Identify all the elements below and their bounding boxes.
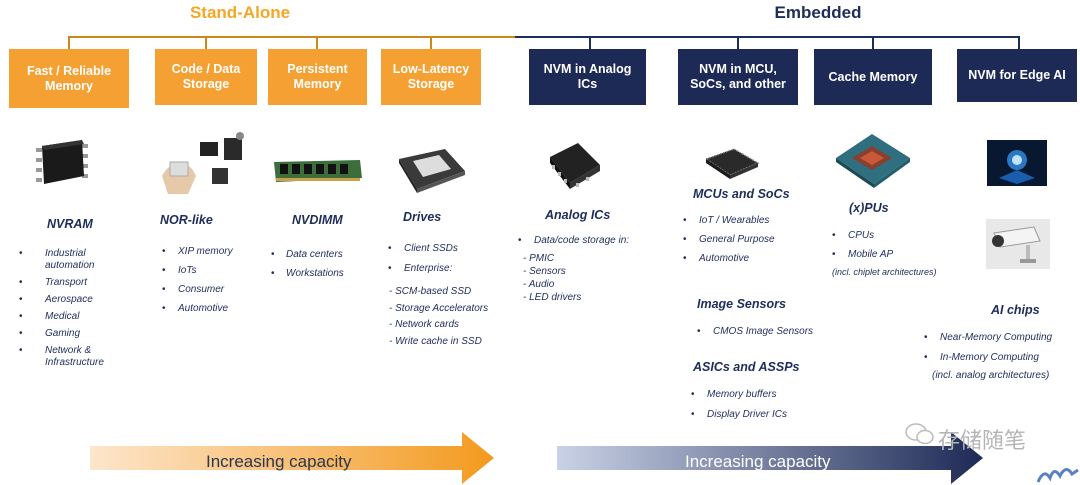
embedded-bracket-line — [515, 36, 1020, 38]
list-item: •Transport — [19, 277, 88, 288]
standalone-title: Stand-Alone — [189, 3, 291, 22]
bracket-tick — [68, 36, 70, 50]
list-item: •IoT / Wearables — [683, 215, 770, 226]
standalone-capacity-arrow — [90, 432, 494, 484]
standalone-bracket-line — [68, 36, 515, 38]
list-item: •XIP memory — [162, 246, 233, 257]
bracket-tick — [589, 36, 591, 50]
nvram-title: NVRAM — [47, 217, 93, 231]
nvdimm-list: •Data centers •Workstations — [271, 249, 376, 280]
box-nvm-analog-ics: NVM in Analog ICs — [529, 49, 646, 105]
nvram-list: •Industrial automation •Transport •Aeros… — [19, 248, 125, 369]
list-item: •Automotive — [683, 253, 750, 264]
list-item: •In-Memory Computing — [924, 352, 1039, 363]
drives-title: Drives — [403, 210, 442, 224]
bracket-tick — [205, 36, 207, 50]
xpus-list: •CPUs •Mobile AP — [832, 230, 958, 261]
list-item: •Data centers — [271, 249, 343, 260]
list-item: - Storage Accelerators — [389, 302, 489, 314]
xpus-note: (incl. chiplet architectures) — [832, 267, 937, 277]
analog-list: •Data/code storage in: — [518, 235, 644, 247]
box-fast-reliable-memory: Fast / Reliable Memory — [9, 49, 129, 108]
box-cache-memory: Cache Memory — [814, 49, 932, 105]
mcu-chip-image — [704, 148, 760, 179]
list-item: •Consumer — [162, 284, 225, 295]
bracket-tick — [316, 36, 318, 50]
box-nvm-edge-ai: NVM for Edge AI — [957, 49, 1077, 102]
norlike-list: •XIP memory •IoTs •Consumer •Automotive — [162, 246, 268, 315]
list-item: •Aerospace — [19, 294, 93, 305]
box-nvm-mcu-socs: NVM in MCU, SoCs, and other — [678, 49, 798, 105]
cpu-chip-image — [836, 134, 910, 188]
list-item: - SCM-based SSD — [389, 286, 472, 297]
aichips-note: (incl. analog architectures) — [932, 370, 1050, 381]
list-item: - Network cards — [389, 319, 460, 330]
box-persistent-memory: Persistent Memory — [268, 49, 367, 105]
list-item: •CPUs — [832, 230, 875, 241]
list-item: •Memory buffers — [691, 389, 777, 400]
list-item: •Gaming — [19, 328, 81, 339]
xpus-title: (x)PUs — [849, 201, 889, 215]
asics-title: ASICs and ASSPs — [693, 360, 800, 374]
embedded-title: Embedded — [774, 3, 862, 22]
list-item: •CMOS Image Sensors — [697, 326, 814, 337]
nor-chips-image — [162, 132, 244, 194]
list-item: - Sensors — [523, 266, 566, 277]
corner-logo — [1036, 468, 1079, 483]
security-camera-image — [986, 219, 1050, 269]
watermark-text: 存储随笔 — [938, 429, 1027, 454]
list-item: •Enterprise: — [388, 263, 453, 274]
list-item: •Client SSDs — [388, 243, 458, 254]
bracket-tick — [872, 36, 874, 50]
drives-list: •Client SSDs •Enterprise: — [388, 243, 504, 275]
mcus-title: MCUs and SoCs — [693, 187, 790, 201]
bracket-tick — [737, 36, 739, 50]
list-item: •Near-Memory Computing — [924, 332, 1053, 343]
list-item: •Automotive — [162, 303, 229, 314]
box-low-latency-storage: Low-Latency Storage — [381, 49, 481, 105]
list-item: - Write cache in SSD — [389, 335, 482, 347]
asics-list: •Memory buffers •Display Driver ICs — [691, 389, 817, 421]
list-item: - PMIC — [523, 253, 555, 264]
list-item: •Industrial automation — [19, 248, 95, 271]
embedded-arrow-label: Increasing capacity — [685, 452, 831, 471]
list-item: - LED drivers — [523, 292, 582, 303]
ai-brain-image — [987, 140, 1047, 186]
list-item: •Display Driver ICs — [691, 409, 788, 420]
list-item: - Audio — [523, 279, 555, 290]
list-item: •IoTs — [162, 265, 197, 276]
drives-sublist: - SCM-based SSD - Storage Accelerators -… — [389, 284, 488, 350]
list-item: •Data/code storage in: — [518, 235, 630, 246]
image-sensors-list: •CMOS Image Sensors — [697, 326, 833, 338]
analog-title: Analog ICs — [545, 208, 611, 222]
box-code-data-storage: Code / Data Storage — [155, 49, 257, 105]
image-sensors-title: Image Sensors — [697, 297, 786, 311]
list-item: •Workstations — [271, 268, 344, 279]
embedded-capacity-arrow — [557, 432, 983, 484]
ssd-drive-image — [399, 149, 465, 193]
analog-ic-image — [550, 143, 600, 189]
bracket-tick — [430, 36, 432, 50]
list-item: •General Purpose — [683, 234, 775, 245]
wechat-logo — [905, 423, 934, 445]
list-item: •Network & Infrastructure — [19, 345, 104, 368]
aichips-title: AI chips — [991, 303, 1040, 317]
bracket-tick — [1018, 36, 1020, 50]
nvdimm-module-image — [274, 160, 362, 182]
standalone-arrow-label: Increasing capacity — [206, 452, 352, 471]
list-item: •Mobile AP — [832, 249, 894, 260]
aichips-list: •Near-Memory Computing •In-Memory Comput… — [924, 332, 1070, 364]
nvram-chip-image — [36, 140, 88, 184]
norlike-title: NOR-like — [160, 213, 213, 227]
mcus-list: •IoT / Wearables •General Purpose •Autom… — [683, 215, 809, 265]
nvdimm-title: NVDIMM — [292, 213, 343, 227]
analog-sublist: - PMIC - Sensors - Audio - LED drivers — [523, 252, 581, 304]
list-item: •Medical — [19, 311, 80, 322]
